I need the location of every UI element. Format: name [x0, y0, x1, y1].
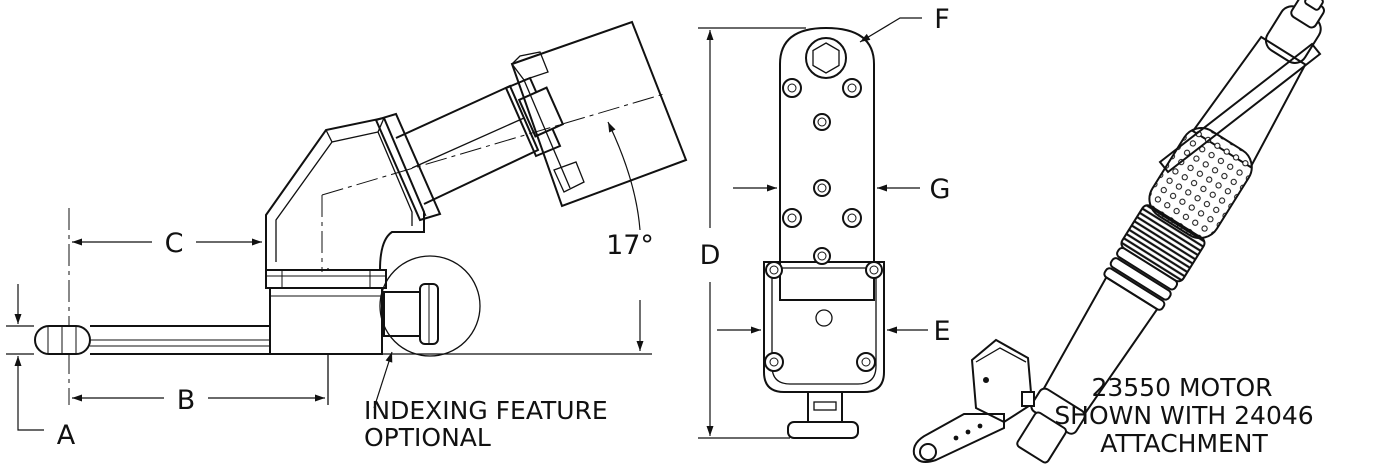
- motor-axis-centerline: [321, 93, 665, 196]
- motor-note-line1: 23550 MOTOR: [1091, 373, 1272, 402]
- label-f: F: [934, 4, 950, 35]
- isometric-tool: [912, 0, 1325, 464]
- output-arm: [34, 319, 297, 355]
- label-d: D: [700, 240, 721, 271]
- motor-block: [510, 20, 688, 208]
- label-e: E: [933, 316, 950, 347]
- front-plate: [779, 26, 875, 301]
- throttle-lever: [1158, 42, 1322, 174]
- label-a: A: [57, 420, 76, 451]
- front-screws: [764, 78, 883, 372]
- label-b: B: [177, 385, 196, 416]
- motor-note-line2: SHOWN WITH 24046: [1054, 401, 1313, 430]
- indexing-note-line1: INDEXING FEATURE: [364, 396, 608, 425]
- indexing-feature: [379, 255, 481, 357]
- label-angle: 17°: [606, 230, 654, 261]
- head-body: [265, 112, 442, 355]
- label-c: C: [165, 228, 184, 259]
- motor-note-line3: ATTACHMENT: [1100, 429, 1268, 458]
- label-g: G: [930, 174, 951, 205]
- indexing-note-line2: OPTIONAL: [364, 423, 491, 452]
- front-index-knob: [787, 421, 859, 439]
- front-base-housing: [763, 261, 885, 393]
- motor-shaft: [395, 76, 565, 205]
- indexing-circle: [379, 255, 481, 357]
- angle-head: [970, 338, 1034, 424]
- iso-output-arm: [912, 413, 1005, 463]
- side-view: [6, 20, 688, 431]
- front-view: [698, 17, 928, 439]
